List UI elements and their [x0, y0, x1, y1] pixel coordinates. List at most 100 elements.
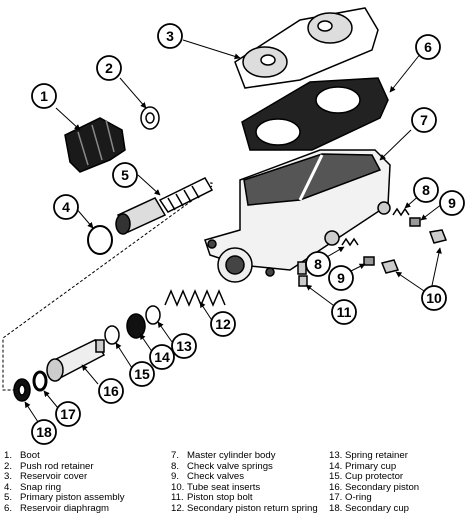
callout-3: 3: [166, 28, 174, 44]
callout-circles: [31, 23, 465, 445]
callout-2: 2: [105, 60, 113, 76]
callout-6: 6: [424, 39, 432, 55]
legend-item-label: Primary cup: [345, 460, 397, 472]
callout-8b-circle: [305, 251, 331, 277]
callout-1: 1: [40, 88, 48, 104]
tube-seat-insert-part: [380, 229, 448, 274]
legend-item: 2. Push rod retainer: [4, 460, 125, 473]
legend-item: 11.Piston stop bolt: [171, 493, 318, 504]
legend-item-number: 4.: [4, 481, 13, 493]
legend-item: 9. Check valves: [171, 471, 318, 483]
legend-item-number: 6.: [4, 502, 13, 514]
callout-9b-circle: [328, 265, 354, 291]
check-valve-spring-part: [341, 207, 410, 247]
legend-item-number: 7.: [171, 450, 180, 461]
master-cylinder-body-part: [204, 149, 391, 283]
callout-9b: 9: [337, 270, 345, 286]
legend-item: 3. Reservoir cover: [4, 471, 125, 483]
legend-item-label: O-ring: [345, 492, 372, 504]
callout-9a: 9: [448, 195, 456, 211]
push-rod-retainer-part: [140, 106, 160, 130]
legend-column-2: 7. Master cylinder body 8. Check valve spri…: [171, 450, 318, 515]
cup-protector-part: [104, 325, 120, 345]
legend-item-number: 1.: [4, 450, 13, 461]
legend-item: 10.Tube seat inserts: [171, 481, 318, 494]
callout-7-circle: [411, 107, 437, 133]
callout-13-circle: [171, 333, 197, 359]
callout-4-circle: [53, 194, 79, 220]
legend-item-number: 8.: [171, 460, 180, 472]
callout-16: 16: [103, 383, 119, 399]
legend-item-number: 10.: [171, 481, 185, 493]
legend-item-label: Reservoir cover: [20, 471, 88, 483]
legend-column-1: 1. Boot 2. Push rod retainer 3. Reservoir cov…: [4, 450, 125, 515]
legend-item-label: Snap ring: [20, 481, 62, 493]
callout-12-circle: [210, 311, 236, 337]
legend-item: 17.O-ring: [329, 493, 419, 504]
legend-item-label: Check valve springs: [187, 460, 273, 472]
callout-18-circle: [31, 419, 57, 445]
callout-11-circle: [331, 299, 357, 325]
legend-item-number: 11.: [171, 492, 184, 504]
legend-item-number: 9.: [171, 471, 180, 483]
callout-3-circle: [157, 23, 183, 49]
callout-1-circle: [31, 83, 57, 109]
legend-item-label: Secondary cup: [345, 502, 409, 514]
callout-11: 11: [337, 304, 352, 320]
legend-item-number: 2.: [4, 460, 13, 472]
callout-5: 5: [121, 167, 129, 183]
callout-5-circle: [112, 162, 138, 188]
legend-item-label: Cup protector: [345, 471, 404, 483]
boot-part: [64, 117, 126, 173]
legend-item-label: Push rod retainer: [20, 460, 94, 472]
legend-item-number: 15.: [329, 471, 343, 483]
primary-piston-assembly-part: [115, 177, 214, 235]
callout-16-circle: [98, 378, 124, 404]
callout-17-circle: [55, 401, 81, 427]
legend-item-number: 13.: [329, 450, 343, 461]
spring-retainer-part: [145, 305, 161, 325]
legend-item-label: Check valves: [187, 471, 245, 483]
callout-2-circle: [96, 55, 122, 81]
primary-cup-part: [126, 313, 146, 339]
legend-item: 14.Primary cup: [329, 460, 419, 473]
legend-item-label: Reservoir diaphragm: [20, 502, 110, 514]
legend-item-number: 12.: [171, 502, 185, 514]
legend-item-label: Secondary piston: [345, 481, 420, 493]
legend-item: 6. Reservoir diaphragm: [4, 502, 125, 515]
secondary-piston-part: [46, 339, 106, 382]
check-valve-part: [363, 217, 421, 266]
legend-item-number: 3.: [4, 471, 13, 483]
secondary-cup-part: [13, 378, 31, 402]
callout-18: 18: [36, 424, 52, 440]
legend-item: 18.Secondary cup: [329, 502, 419, 515]
assembly-guide-line: [2, 182, 213, 391]
callout-14-circle: [149, 344, 175, 370]
callout-9a-circle: [439, 190, 465, 216]
legend-item-label: Master cylinder body: [187, 450, 276, 461]
legend-item-number: 5.: [4, 492, 13, 504]
callout-10-circle: [421, 285, 447, 311]
legend-item: 1. Boot: [4, 450, 125, 462]
legend-item: 16.Secondary piston: [329, 481, 420, 494]
o-ring-part: [32, 370, 48, 392]
return-spring-part: [164, 289, 226, 307]
legend-item: 13.Spring retainer: [329, 450, 419, 462]
snap-ring-part: [87, 225, 113, 255]
callout-13: 13: [176, 338, 192, 354]
callout-6-circle: [415, 34, 441, 60]
legend-item-number: 14.: [329, 460, 343, 472]
legend-item: 12.Secondary piston return spring: [171, 502, 318, 515]
callout-8a-circle: [413, 177, 439, 203]
legend-item: 4. Snap ring: [4, 481, 125, 494]
legend-item-label: Boot: [20, 450, 40, 461]
legend-item: 5. Primary piston assembly: [4, 493, 125, 504]
callout-7: 7: [420, 112, 428, 128]
legend-item-label: Tube seat inserts: [187, 481, 261, 493]
reservoir-diaphragm-part: [241, 77, 389, 151]
legend-item-label: Primary piston assembly: [20, 492, 125, 504]
callout-8b: 8: [314, 256, 322, 272]
legend-item-number: 16.: [329, 481, 343, 493]
reservoir-cover-part: [234, 7, 379, 89]
